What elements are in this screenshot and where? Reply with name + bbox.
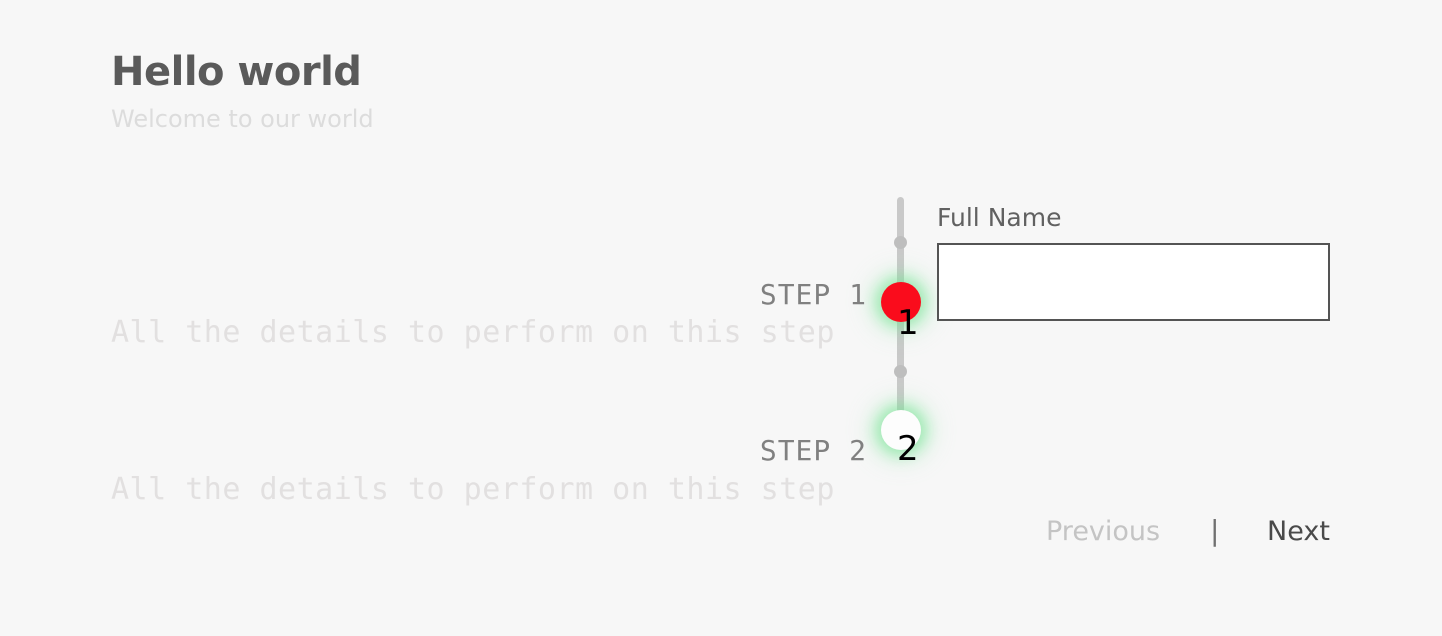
step-description-1: All the details to perform on this step (111, 315, 835, 350)
step-label-2: STEP 2 (759, 434, 867, 467)
step-number-1: 1 (897, 303, 919, 343)
nav-separator: | (1210, 514, 1220, 547)
step-label-1: STEP 1 (759, 278, 867, 311)
step-node-1[interactable] (881, 282, 921, 322)
page-subtitle: Welcome to our world (111, 105, 374, 133)
track-dot-icon (894, 236, 907, 249)
track-dot-icon (894, 365, 907, 378)
page-title: Hello world (111, 49, 362, 95)
full-name-label: Full Name (937, 203, 1062, 232)
next-button[interactable]: Next (1267, 516, 1330, 547)
step-node-2[interactable] (881, 410, 921, 450)
step-description-2: All the details to perform on this step (111, 472, 835, 507)
step-number-2: 2 (897, 429, 919, 469)
full-name-input[interactable] (937, 243, 1330, 321)
previous-button[interactable]: Previous (1046, 516, 1161, 547)
